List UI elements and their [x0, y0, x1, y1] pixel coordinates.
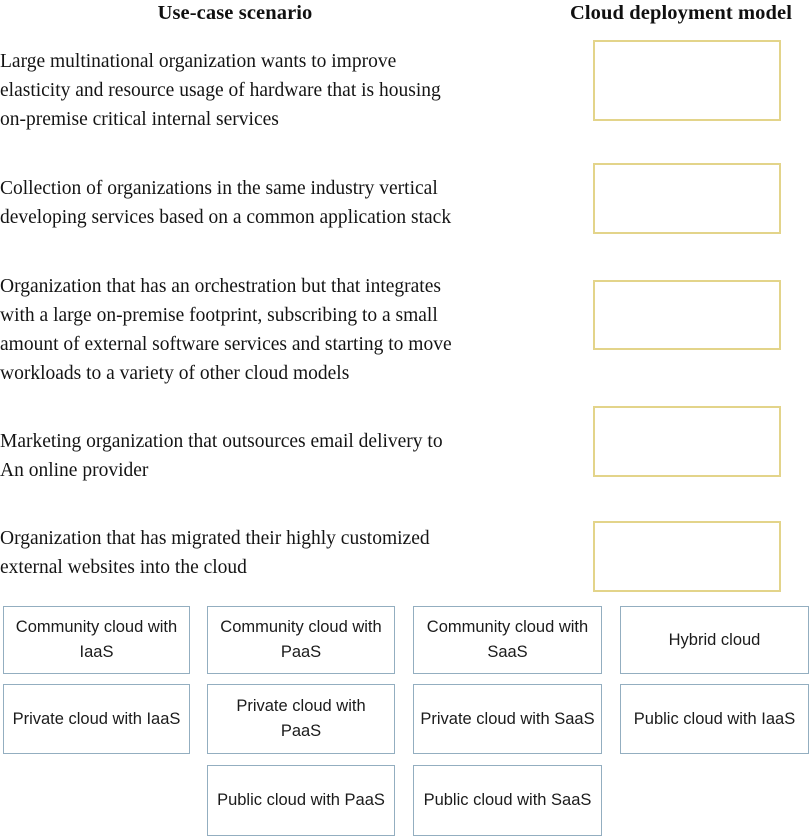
option-label: Private cloud with SaaS — [420, 709, 595, 728]
scenario-text-5: Organization that has migrated their hig… — [0, 524, 572, 582]
scenario-line: Organization that has an orchestration b… — [0, 276, 441, 297]
scenario-line: Collection of organizations in the same … — [0, 178, 438, 199]
option-community-cloud-with-paas[interactable]: Community cloud with PaaS — [207, 606, 395, 674]
header-cloud-deployment-model: Cloud deployment model — [569, 2, 793, 24]
drop-box-2[interactable] — [593, 163, 781, 234]
scenario-text-4: Marketing organization that outsources e… — [0, 427, 572, 485]
scenario-text-2: Collection of organizations in the same … — [0, 174, 572, 232]
option-hybrid-cloud[interactable]: Hybrid cloud — [620, 606, 809, 674]
option-label: Hybrid cloud — [668, 630, 761, 649]
option-label: Public cloud with IaaS — [633, 709, 796, 728]
option-private-cloud-with-iaas[interactable]: Private cloud with IaaS — [3, 684, 190, 754]
option-community-cloud-with-saas[interactable]: Community cloud with SaaS — [413, 606, 602, 674]
option-public-cloud-with-iaas[interactable]: Public cloud with IaaS — [620, 684, 809, 754]
option-label: Community cloud with PaaS — [220, 618, 382, 661]
option-label: Private cloud with PaaS — [236, 697, 366, 740]
option-private-cloud-with-paas[interactable]: Private cloud with PaaS — [207, 684, 395, 754]
drop-box-3[interactable] — [593, 280, 781, 350]
scenario-line: Organization that has migrated their hig… — [0, 528, 430, 549]
scenario-line: workloads to a variety of other cloud mo… — [0, 363, 350, 384]
option-public-cloud-with-paas[interactable]: Public cloud with PaaS — [207, 765, 395, 836]
option-label: Community cloud with SaaS — [426, 618, 589, 661]
header-use-case-scenario: Use-case scenario — [157, 2, 313, 24]
option-private-cloud-with-saas[interactable]: Private cloud with SaaS — [413, 684, 602, 754]
option-public-cloud-with-saas[interactable]: Public cloud with SaaS — [413, 765, 602, 836]
scenario-line: on-premise critical internal services — [0, 109, 279, 130]
scenario-line: with a large on-premise footprint, subsc… — [0, 305, 438, 326]
drop-box-5[interactable] — [593, 521, 781, 592]
option-label: Public cloud with SaaS — [423, 791, 592, 809]
scenario-line: external websites into the cloud — [0, 557, 247, 578]
scenario-line: Marketing organization that outsources e… — [0, 431, 443, 452]
scenario-line: developing services based on a common ap… — [0, 207, 452, 228]
option-label: Community cloud with IaaS — [15, 618, 178, 661]
option-label: Private cloud with IaaS — [12, 709, 181, 728]
option-community-cloud-with-iaas[interactable]: Community cloud with IaaS — [3, 606, 190, 674]
scenario-line: Large multinational organization wants t… — [0, 51, 397, 72]
option-label: Public cloud with PaaS — [217, 791, 385, 809]
scenario-line: amount of external software services and… — [0, 334, 452, 355]
scenario-line: An online provider — [0, 460, 149, 481]
column-headers: Use-case scenario Cloud deployment model — [0, 0, 812, 28]
scenario-text-1: Large multinational organization wants t… — [0, 47, 572, 134]
drop-box-4[interactable] — [593, 406, 781, 477]
scenario-text-3: Organization that has an orchestration b… — [0, 272, 572, 388]
drop-box-1[interactable] — [593, 40, 781, 121]
scenario-line: elasticity and resource usage of hardwar… — [0, 80, 441, 101]
